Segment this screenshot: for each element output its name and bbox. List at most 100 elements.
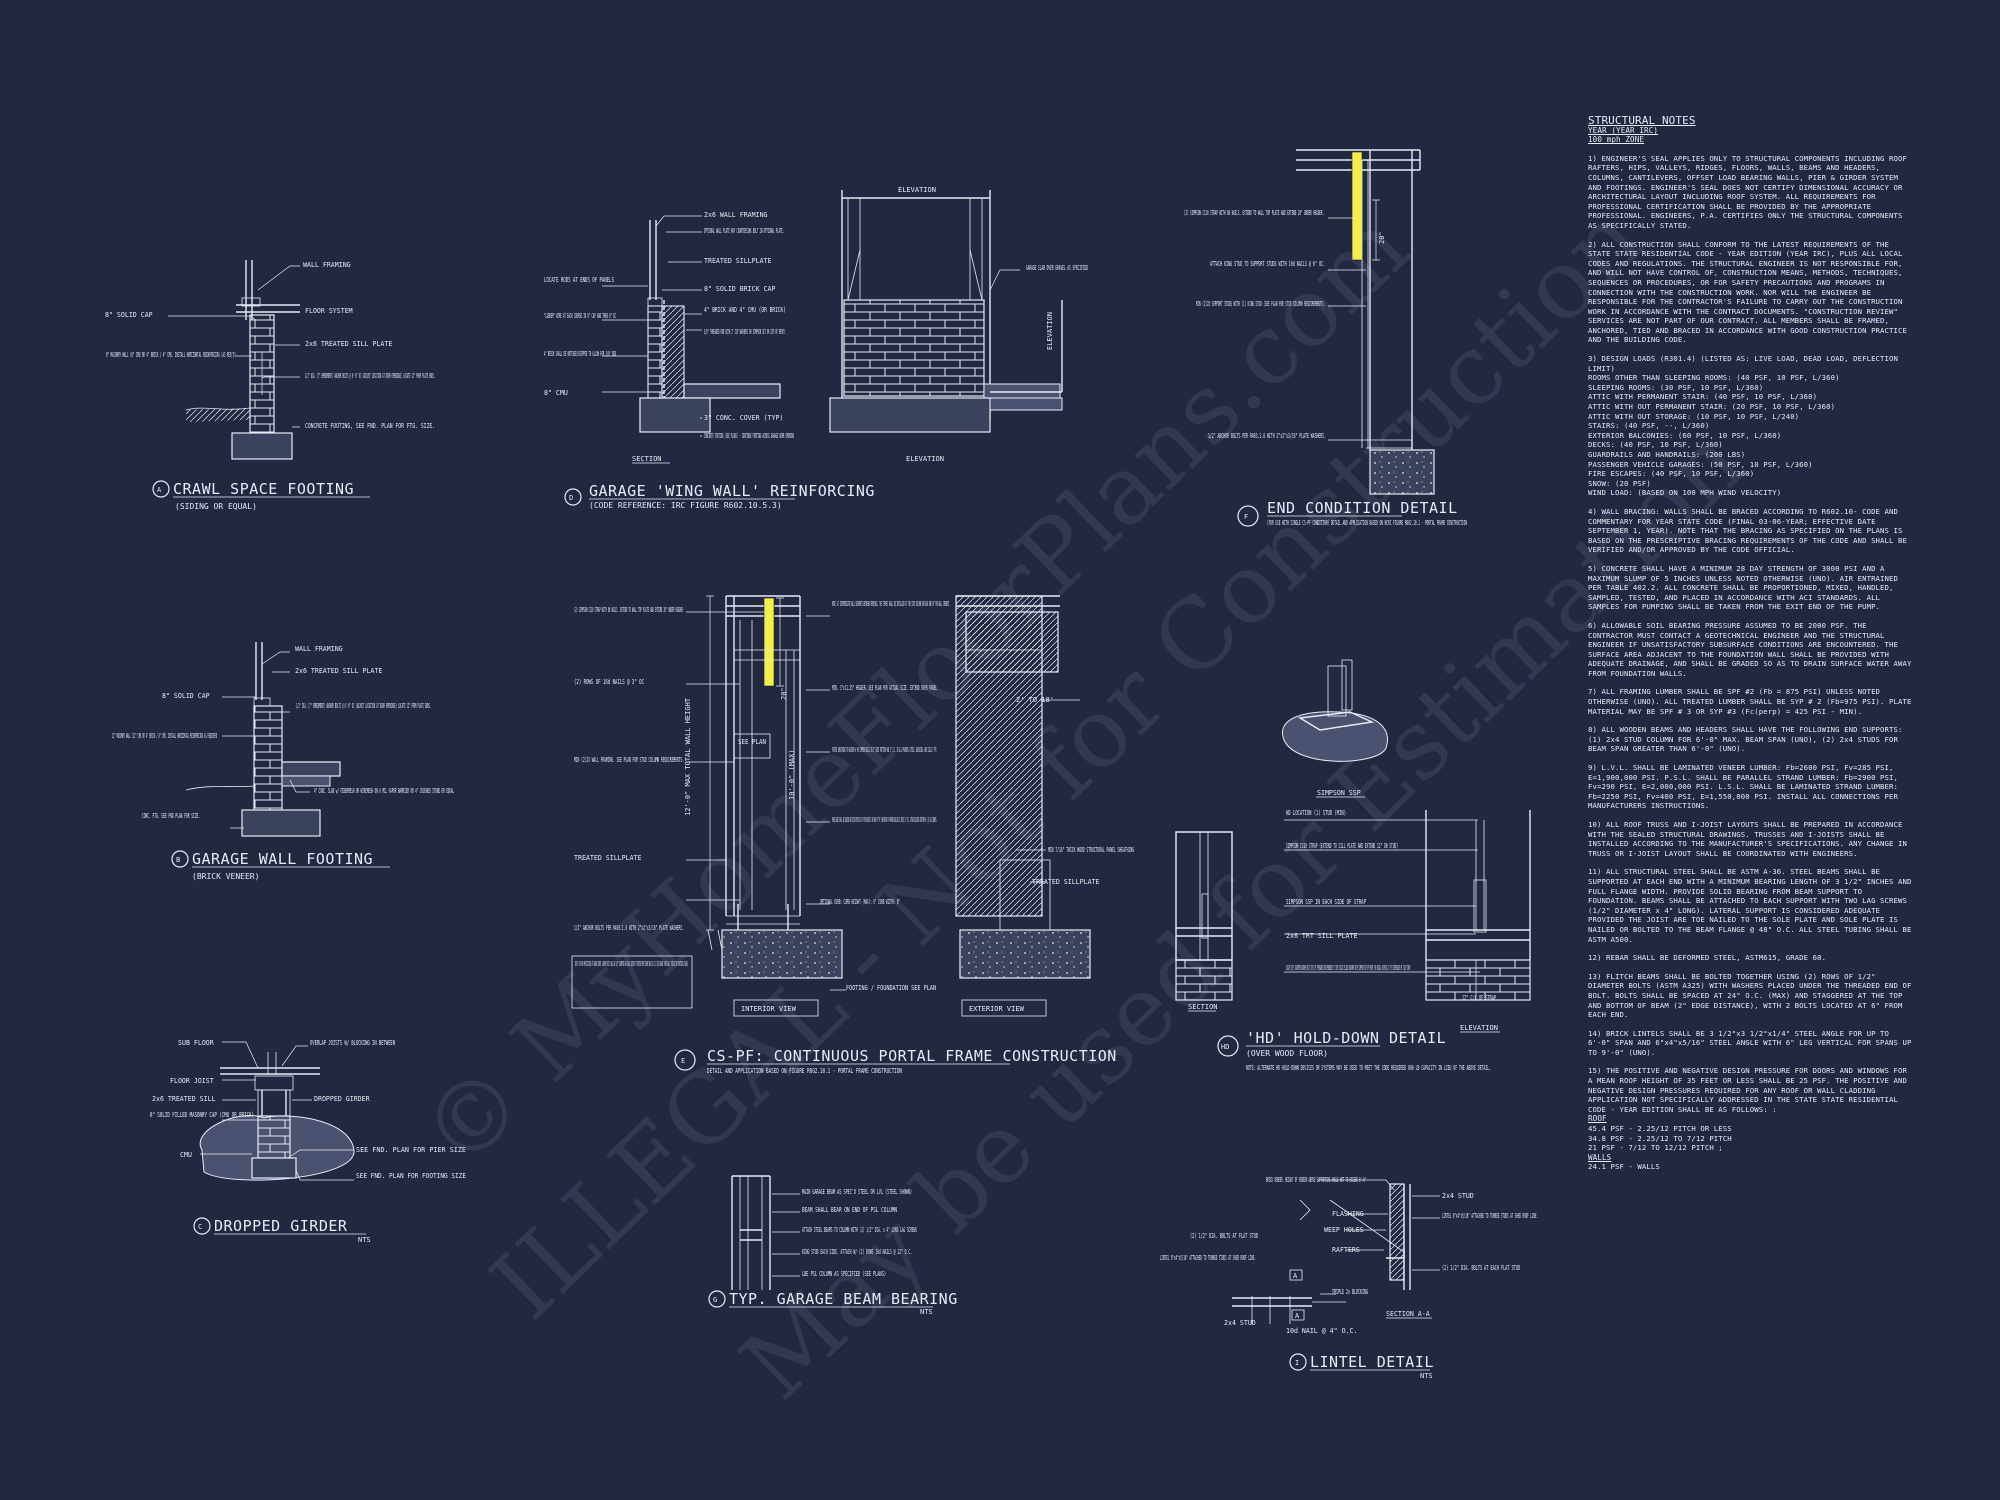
svg-text:2x6 WALL FRAMING: 2x6 WALL FRAMING xyxy=(704,211,768,219)
note-12: 12) REBAR SHALL BE DEFORMED STEEL, ASTM6… xyxy=(1588,953,1827,963)
svg-text:CONCRETE FOOTING, SEE FND. PLA: CONCRETE FOOTING, SEE FND. PLAN FOR FTG.… xyxy=(305,422,435,430)
svg-text:GARAGE SLAB OVER GRAVEL AS SPE: GARAGE SLAB OVER GRAVEL AS SPECIFIED xyxy=(1026,264,1088,272)
svg-text:PANEL EDGES SHALL BE BLOCKED A: PANEL EDGES SHALL BE BLOCKED AND OCCUR W… xyxy=(832,816,937,824)
svg-text:RAFTERS: RAFTERS xyxy=(1332,1246,1360,1254)
note-6: 6) ALLOWABLE SOIL BEARING PRESSURE ASSUM… xyxy=(1588,620,1912,678)
svg-text:2x6 TRT SILL PLATE: 2x6 TRT SILL PLATE xyxy=(1286,932,1357,940)
svg-text:(2) 1/2" DIA. BOLTS AT FLAT ST: (2) 1/2" DIA. BOLTS AT FLAT STUD xyxy=(1190,1232,1258,1240)
detail-b-subtitle: (BRICK VENEER) xyxy=(192,872,259,881)
detail-a-title: CRAWL SPACE FOOTING xyxy=(173,480,354,498)
detail-g-letter: G xyxy=(713,1296,717,1304)
svg-text:8" CMU: 8" CMU xyxy=(544,389,568,397)
detail-d-garage-wing-wall: SECTION ELEVATION ELEVATION ELEVATION EL… xyxy=(544,186,1088,510)
note-9: 9) L.V.L. SHALL BE LAMINATED VENEER LUMB… xyxy=(1588,763,1899,811)
note-5: 5) CONCRETE SHALL HAVE A MINIMUM 28 DAY … xyxy=(1588,563,1899,612)
detail-a-letter: A xyxy=(157,486,162,494)
notes-roof-heading: ROOF xyxy=(1588,1114,1607,1124)
svg-text:1/2" ANCHOR BOLTS PER R403.1.6: 1/2" ANCHOR BOLTS PER R403.1.6 WITH 2"x2… xyxy=(574,924,684,932)
detail-hd-subtitle: (OVER WOOD FLOOR) xyxy=(1246,1049,1328,1058)
detail-c-scale: NTS xyxy=(358,1236,371,1244)
detail-e-portal-frame: 12'-0" MAX TOTAL WALL HEIGHT 20" 10'-0" … xyxy=(571,595,1134,1075)
note-15: 15) THE POSITIVE AND NEGATIVE DESIGN PRE… xyxy=(1588,1066,1908,1114)
svg-text:SEE FND. PLAN FOR PIER SIZE: SEE FND. PLAN FOR PIER SIZE xyxy=(356,1146,466,1154)
svg-text:8" SOLID CAP: 8" SOLID CAP xyxy=(105,311,153,319)
svg-text:8" SOLID CAP: 8" SOLID CAP xyxy=(162,692,210,700)
svg-text:ELEVATION: ELEVATION xyxy=(1460,1024,1498,1032)
svg-text:WALL FRAMING: WALL FRAMING xyxy=(303,261,351,269)
detail-f-subtitle: (FOR USE WITH SINGLE CS-PF CONDITION) DE… xyxy=(1267,519,1467,527)
svg-text:20": 20" xyxy=(780,687,788,700)
svg-text:WALL FRAMING: WALL FRAMING xyxy=(295,645,343,653)
svg-text:FLASHING: FLASHING xyxy=(1332,1210,1364,1218)
detail-c-title: DROPPED GIRDER xyxy=(214,1217,348,1235)
svg-text:LINTEL 6"x4"x5/16" ATTACHED TO: LINTEL 6"x4"x5/16" ATTACHED TO TURNED ST… xyxy=(1442,1212,1538,1220)
detail-d-subtitle: (CODE REFERENCE: IRC FIGURE R602.10.5.3) xyxy=(589,501,782,510)
svg-text:TREATED SILLPLATE: TREATED SILLPLATE xyxy=(704,257,772,265)
svg-text:CONC. FTG. SEE FND PLAN FOR SI: CONC. FTG. SEE FND PLAN FOR SIZE. xyxy=(142,812,200,820)
svg-text:SEE PLAN: SEE PLAN xyxy=(738,738,766,746)
svg-text:LBE PSL COLUMN AS SPECIFIED (S: LBE PSL COLUMN AS SPECIFIED (SEE PLANS) xyxy=(802,1270,886,1278)
svg-text:SECTION A-A: SECTION A-A xyxy=(1386,1310,1430,1318)
svg-text:ATTACH STEEL BEAMS TO COLUMN W: ATTACH STEEL BEAMS TO COLUMN WITH (2) 1/… xyxy=(802,1226,917,1234)
detail-b-title: GARAGE WALL FOOTING xyxy=(192,850,373,868)
detail-e-letter: E xyxy=(681,1057,685,1065)
svg-text:3" CONC. COVER (TYP): 3" CONC. COVER (TYP) xyxy=(704,414,783,422)
svg-text:WEEP HOLES: WEEP HOLES xyxy=(1324,1226,1364,1234)
svg-text:2x6 TREATED SILL PLATE: 2x6 TREATED SILL PLATE xyxy=(305,340,392,348)
detail-e-title: CS-PF: CONTINUOUS PORTAL FRAME CONSTRUCT… xyxy=(707,1047,1117,1065)
detail-hd-letter: HD xyxy=(1221,1043,1229,1051)
svg-text:(2) ROWS OF 16d NAILS @ 3" OC: (2) ROWS OF 16d NAILS @ 3" OC xyxy=(574,678,644,686)
svg-text:SEE FND. PLAN FOR FOOTING SIZE: SEE FND. PLAN FOR FOOTING SIZE xyxy=(356,1172,466,1180)
svg-text:(2) SIMPSON CS16 STRAP WITH 8d: (2) SIMPSON CS16 STRAP WITH 8d NAILS. EX… xyxy=(574,606,684,614)
svg-text:TREATED SILLPLATE: TREATED SILLPLATE xyxy=(1032,878,1100,886)
svg-text:TREATED SILLPLATE: TREATED SILLPLATE xyxy=(574,854,642,862)
structural-notes: STRUCTURAL NOTES YEAR (YEAR IRC) 100 mph… xyxy=(1588,114,1912,1172)
detail-a-subtitle: (SIDING OR EQUAL) xyxy=(175,502,257,511)
notes-zone: 100 mph ZONE xyxy=(1588,135,1645,145)
svg-text:2x4 STUD: 2x4 STUD xyxy=(1442,1192,1474,1200)
detail-f-end-condition: 20" (2) SIMPSON CS16 STRAP WITH 8d NAILS… xyxy=(1184,149,1467,527)
detail-hd-hold-down: SIMPSON SSP SECTION 12" C/L OF STRAP ELE… xyxy=(1175,659,1531,1072)
svg-text:SIMPSON SSP: SIMPSON SSP xyxy=(1317,789,1361,797)
note-11: 11) ALL STRUCTURAL STEEL SHALL BE ASTM A… xyxy=(1588,867,1912,944)
notes-heading: STRUCTURAL NOTES xyxy=(1588,114,1696,127)
detail-i-title: LINTEL DETAIL xyxy=(1310,1353,1434,1371)
svg-text:"LADDER" WIRE AT EACH COURSE I: "LADDER" WIRE AT EACH COURSE IN 8" CAP A… xyxy=(544,312,616,320)
svg-text:OPTIONAL WALL PLATE MAY COUNTE: OPTIONAL WALL PLATE MAY COUNTERSINK BOLT… xyxy=(704,227,784,235)
svg-text:8" SOLID BRICK CAP: 8" SOLID BRICK CAP xyxy=(704,285,775,293)
detail-hd-note: NOTE: ALTERNATE HD HOLD-DOWN DEVICES OR … xyxy=(1246,1064,1491,1072)
svg-text:ATTACH KING STUD TO SUPPORT ST: ATTACH KING STUD TO SUPPORT STUDS WITH 1… xyxy=(1210,260,1325,268)
svg-text:LOCATE RODS AT ENDS OF PANELS: LOCATE RODS AT ENDS OF PANELS xyxy=(544,276,614,284)
svg-text:2' TO 18': 2' TO 18' xyxy=(1016,696,1054,704)
detail-d-title: GARAGE 'WING WALL' REINFORCING xyxy=(589,482,875,500)
note-14: 14) BRICK LINTELS SHALL BE 3 1/2"x3 1/2"… xyxy=(1588,1028,1912,1057)
detail-a-crawl-space-footing: WALL FRAMING 8" SOLID CAP FLOOR SYSTEM 2… xyxy=(105,260,435,511)
svg-text:4" BRICK SHALL BE NOTCHED/CHIP: 4" BRICK SHALL BE NOTCHED/CHIPPED TO ALL… xyxy=(544,350,616,358)
svg-text:A: A xyxy=(1293,1272,1298,1280)
note-4: 4) WALL BRACING: WALLS SHALL BE BRACED A… xyxy=(1588,506,1908,555)
svg-text:OPTIONAL CURB: CURB HEIGHT (MA: OPTIONAL CURB: CURB HEIGHT (MAX): 6" CUR… xyxy=(820,898,900,906)
svg-text:FLOOR SYSTEM: FLOOR SYSTEM xyxy=(305,307,353,315)
svg-text:CMU: CMU xyxy=(180,1151,192,1159)
svg-text:HD LOCATION (1) STUD (MIN): HD LOCATION (1) STUD (MIN) xyxy=(1286,809,1346,817)
svg-text:FLOOR JOIST: FLOOR JOIST xyxy=(170,1077,214,1085)
note-7: 7) ALL FRAMING LUMBER SHALL BE SPF #2 (F… xyxy=(1588,687,1912,716)
detail-i-scale: NTS xyxy=(1420,1372,1433,1380)
notes-year: YEAR (YEAR IRC) xyxy=(1588,125,1659,135)
detail-f-title: END CONDITION DETAIL xyxy=(1267,499,1458,517)
svg-text:1/2" DIA. (7" EMBEDMENT) ANCHO: 1/2" DIA. (7" EMBEDMENT) ANCHOR BOLTS @ … xyxy=(296,702,431,710)
note-1: 1) ENGINEER'S SEAL APPLIES ONLY TO STRUC… xyxy=(1588,153,1908,230)
svg-text:8" SOLID FILLED MASONRY CAP (C: 8" SOLID FILLED MASONRY CAP (CMU OR BRIC… xyxy=(150,1111,254,1119)
detail-hd-title: 'HD' HOLD-DOWN DETAIL xyxy=(1246,1029,1446,1047)
svg-text:SECTION: SECTION xyxy=(1188,1003,1218,1011)
svg-text:SUB FLOOR: SUB FLOOR xyxy=(178,1039,214,1047)
svg-text:SIMPSON CS16 STRAP (EXTEND TO: SIMPSON CS16 STRAP (EXTEND TO SILL PLATE… xyxy=(1286,842,1398,850)
svg-text:10'-0" (MAX): 10'-0" (MAX) xyxy=(788,749,796,800)
svg-text:MIN (2)2X SUPPORT STUDS WITH (: MIN (2)2X SUPPORT STUDS WITH (1) KING ST… xyxy=(1196,300,1326,308)
detail-i-lintel: A A BRICK VENEER. HEIGHT OF VENEER ABOVE… xyxy=(1160,1176,1538,1380)
svg-text:OVERLAP JOISTS W/ BLOCKING IN: OVERLAP JOISTS W/ BLOCKING IN BETWEEN xyxy=(310,1039,395,1047)
svg-text:KING STUD EACH SIDE. ATTACH W: KING STUD EACH SIDE. ATTACH W/ (2) ROWS … xyxy=(802,1248,912,1256)
svg-text:BEAM SHALL BEAR ON END OF PSL: BEAM SHALL BEAR ON END OF PSL COLUMN xyxy=(802,1206,897,1214)
detail-d-letter: D xyxy=(569,494,573,502)
